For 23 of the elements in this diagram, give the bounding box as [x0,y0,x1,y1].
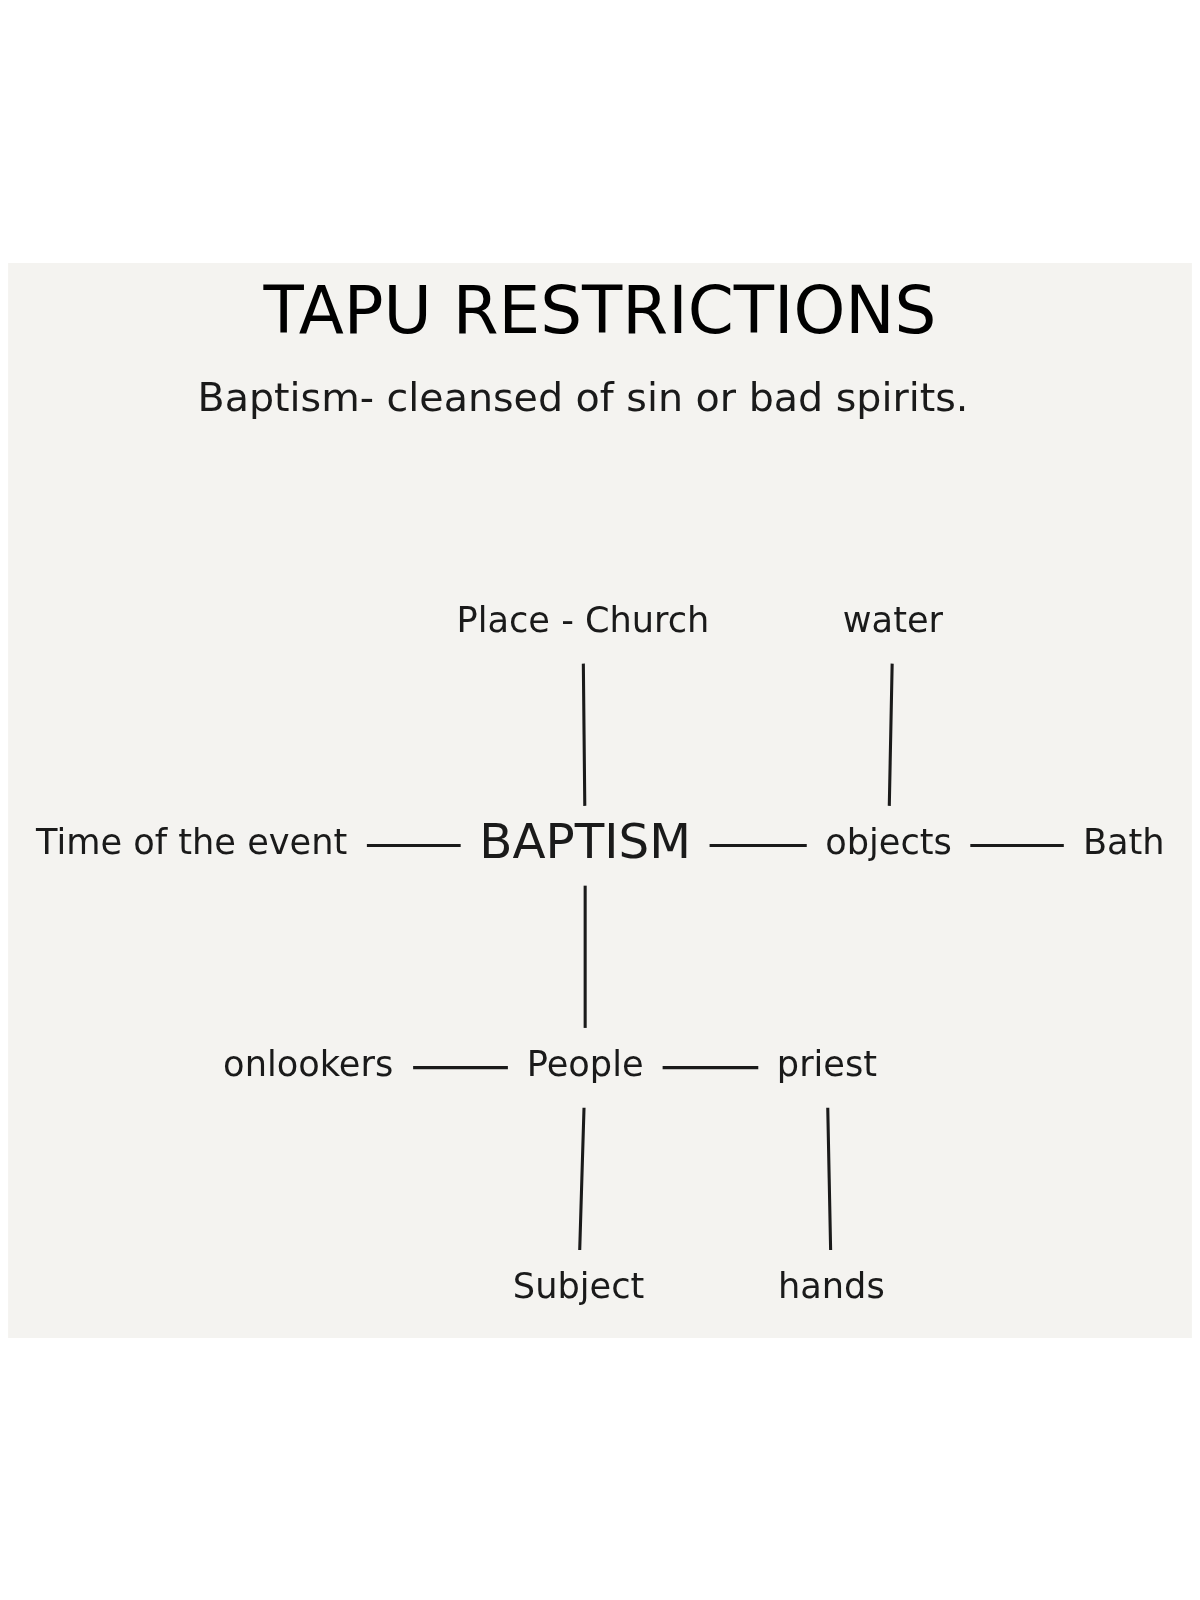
connector [413,1065,508,1069]
node-text: Place - Church [456,598,710,640]
connector [826,1107,833,1250]
node-text: hands [778,1264,885,1306]
connector [887,663,894,806]
diagram-title: TAPU RESTRICTIONS [263,271,937,349]
connector [581,663,587,806]
connector [583,885,587,1028]
node-text: objects [825,820,952,862]
connector [970,843,1064,847]
node-text: Bath [1082,820,1165,862]
node-text: priest [776,1042,878,1084]
node-text: Time of the event [36,820,348,862]
connector [366,843,461,847]
node-text: onlookers [223,1042,394,1084]
connector [709,843,807,847]
label: Baptism- cleansed of sin or bad spirits. [197,373,969,420]
connector [578,1107,586,1250]
node-text: water [842,598,944,640]
node-text: People [526,1042,644,1084]
node-text: Subject [512,1264,645,1306]
node-text: BAPTISM [479,812,691,869]
connector [662,1065,759,1069]
